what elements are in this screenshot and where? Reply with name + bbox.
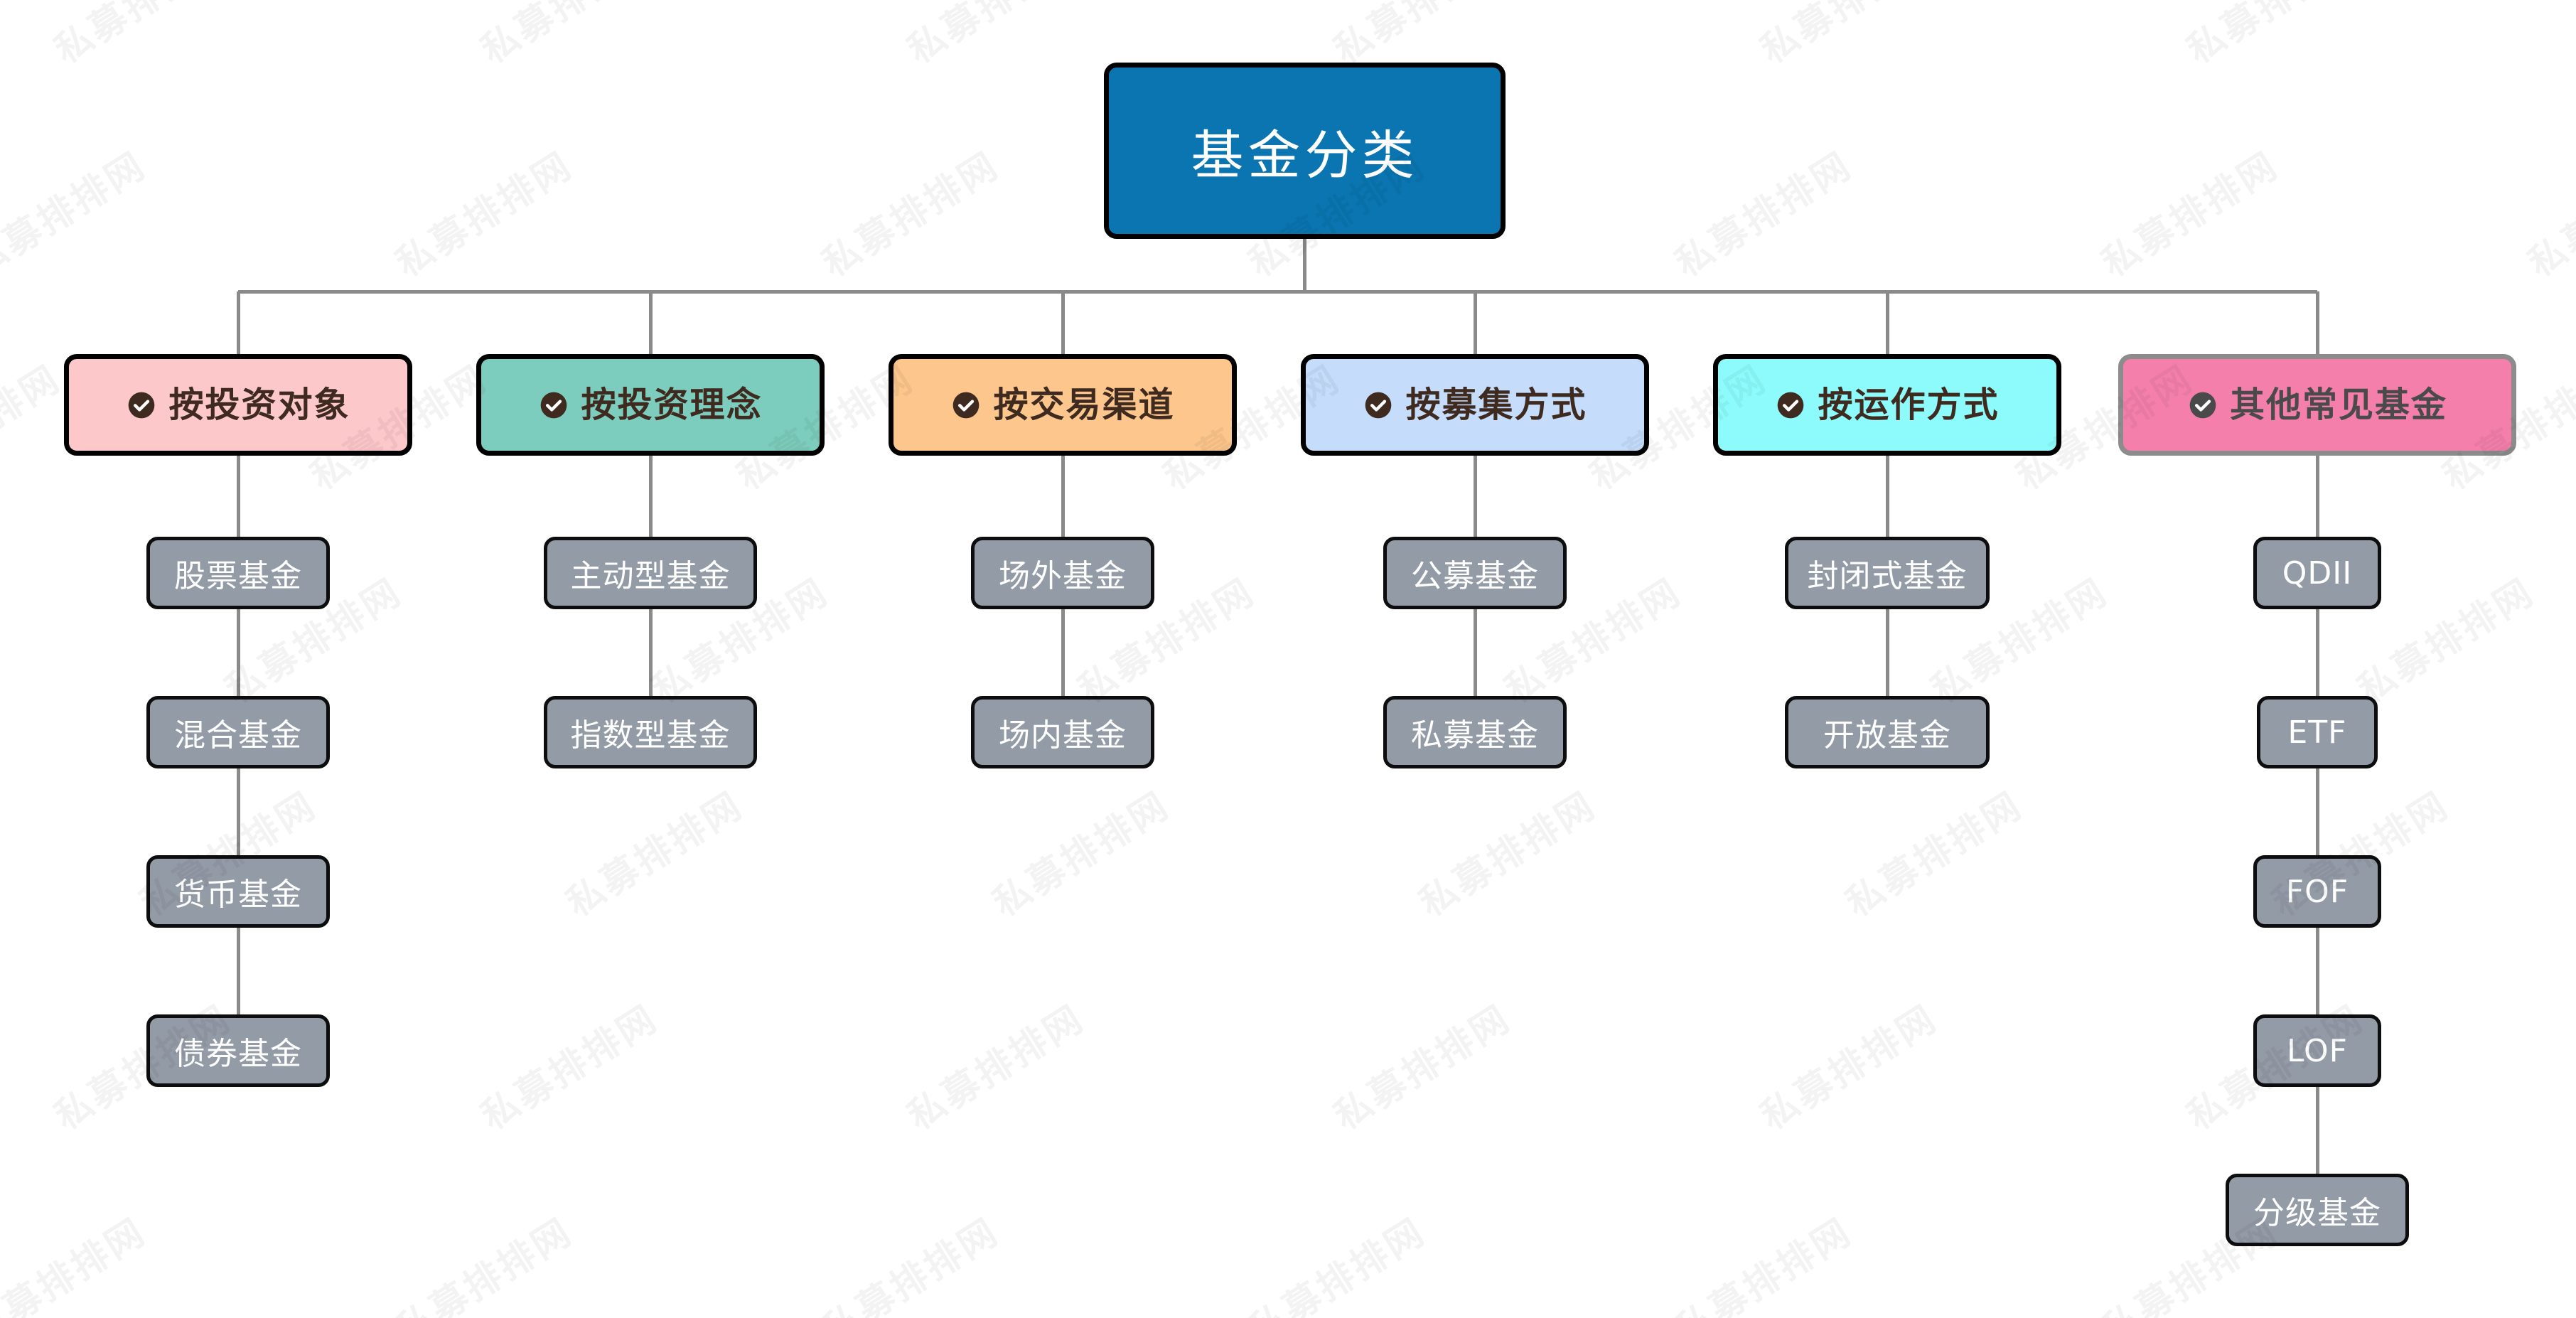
branch-drop-line-3 — [1061, 291, 1065, 354]
leaf-node-5-2[interactable]: 开放基金 — [1785, 696, 1990, 768]
leaf-node-1-1[interactable]: 股票基金 — [146, 537, 330, 609]
leaf-connector-4-2 — [1473, 609, 1477, 696]
leaf-connector-1-2 — [236, 609, 240, 696]
branch-label-2: 按投资理念 — [581, 385, 763, 425]
leaf-connector-1-4 — [236, 928, 240, 1014]
leaf-node-1-4[interactable]: 债券基金 — [146, 1014, 330, 1087]
branch-label-3: 按交易渠道 — [993, 385, 1175, 425]
branch-label-6: 其他常见基金 — [2229, 385, 2447, 425]
leaf-label-2-2: 指数型基金 — [570, 717, 731, 754]
branch-drop-line-5 — [1885, 291, 1889, 354]
root-label: 基金分类 — [1191, 124, 1419, 186]
leaf-connector-6-4 — [2315, 928, 2319, 1014]
leaf-node-3-2[interactable]: 场内基金 — [971, 696, 1154, 768]
leaf-label-4-2: 私募基金 — [1411, 717, 1539, 754]
leaf-node-5-1[interactable]: 封闭式基金 — [1785, 537, 1990, 609]
leaf-label-6-3: FOF — [2285, 873, 2349, 910]
branch-drop-line-2 — [648, 291, 653, 354]
check-circle-icon — [129, 392, 155, 418]
leaf-label-1-2: 混合基金 — [174, 717, 302, 754]
leaf-label-1-1: 股票基金 — [174, 558, 302, 594]
leaf-node-4-2[interactable]: 私募基金 — [1383, 696, 1567, 768]
branch-node-1[interactable]: 按投资对象 — [64, 354, 412, 456]
leaf-node-3-1[interactable]: 场外基金 — [971, 537, 1154, 609]
leaf-node-2-1[interactable]: 主动型基金 — [544, 537, 757, 609]
leaf-connector-4-1 — [1473, 456, 1477, 537]
check-circle-icon — [1778, 392, 1804, 418]
leaf-node-1-3[interactable]: 货币基金 — [146, 855, 330, 928]
leaf-label-1-4: 债券基金 — [174, 1036, 302, 1072]
leaf-label-6-1: QDII — [2282, 554, 2353, 591]
leaf-connector-1-1 — [236, 456, 240, 537]
branch-drop-line-4 — [1473, 291, 1477, 354]
leaf-node-2-2[interactable]: 指数型基金 — [544, 696, 757, 768]
branch-node-2[interactable]: 按投资理念 — [476, 354, 825, 456]
root-stem-line — [1303, 239, 1306, 291]
leaf-label-1-3: 货币基金 — [174, 877, 302, 913]
check-circle-icon — [953, 392, 980, 418]
leaf-label-5-2: 开放基金 — [1823, 717, 1951, 754]
branch-label-5: 按运作方式 — [1818, 385, 2000, 425]
leaf-connector-6-2 — [2315, 609, 2319, 696]
leaf-connector-6-5 — [2315, 1087, 2319, 1174]
leaf-label-6-5: 分级基金 — [2253, 1195, 2381, 1231]
leaf-connector-6-1 — [2315, 456, 2319, 537]
branch-node-6[interactable]: 其他常见基金 — [2118, 354, 2516, 456]
check-circle-icon — [2189, 392, 2216, 418]
leaf-label-6-4: LOF — [2287, 1032, 2348, 1069]
leaf-connector-3-2 — [1061, 609, 1065, 696]
branch-node-3[interactable]: 按交易渠道 — [889, 354, 1237, 456]
leaf-connector-2-1 — [648, 456, 653, 537]
branch-drop-line-1 — [236, 291, 240, 354]
branch-label-1: 按投资对象 — [168, 385, 350, 425]
leaf-node-6-3[interactable]: FOF — [2253, 855, 2381, 928]
leaf-node-4-1[interactable]: 公募基金 — [1383, 537, 1567, 609]
leaf-connector-1-3 — [236, 768, 240, 855]
leaf-connector-2-2 — [648, 609, 653, 696]
leaf-connector-5-2 — [1885, 609, 1889, 696]
leaf-node-6-2[interactable]: ETF — [2257, 696, 2378, 768]
leaf-node-6-1[interactable]: QDII — [2253, 537, 2381, 609]
leaf-connector-6-3 — [2315, 768, 2319, 855]
root-node[interactable]: 基金分类 — [1104, 63, 1506, 239]
leaf-label-4-1: 公募基金 — [1411, 558, 1539, 594]
leaf-node-6-4[interactable]: LOF — [2253, 1014, 2381, 1087]
check-circle-icon — [541, 392, 567, 418]
branch-node-4[interactable]: 按募集方式 — [1301, 354, 1649, 456]
leaf-label-5-1: 封闭式基金 — [1807, 558, 1968, 594]
leaf-label-3-1: 场外基金 — [999, 558, 1127, 594]
branch-node-5[interactable]: 按运作方式 — [1713, 354, 2061, 456]
leaf-label-3-2: 场内基金 — [999, 717, 1127, 754]
leaf-label-6-2: ETF — [2287, 714, 2347, 751]
leaf-node-6-5[interactable]: 分级基金 — [2226, 1174, 2409, 1246]
leaf-label-2-1: 主动型基金 — [570, 558, 731, 594]
leaf-connector-5-1 — [1885, 456, 1889, 537]
leaf-connector-3-1 — [1061, 456, 1065, 537]
check-circle-icon — [1365, 392, 1392, 418]
branch-drop-line-6 — [2315, 291, 2319, 354]
leaf-node-1-2[interactable]: 混合基金 — [146, 696, 330, 768]
branch-label-4: 按募集方式 — [1405, 385, 1587, 425]
branch-bus-line — [238, 289, 2317, 294]
